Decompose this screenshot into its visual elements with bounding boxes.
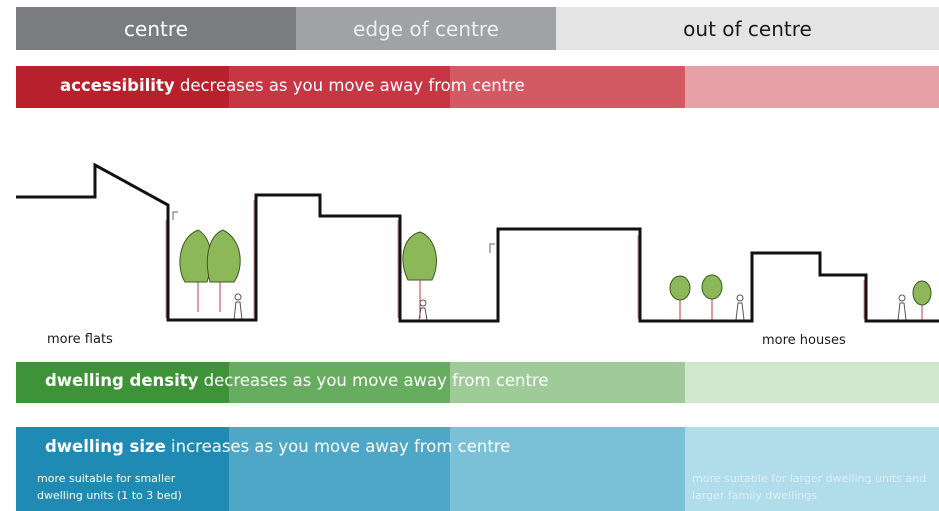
density-segment-3 xyxy=(450,362,685,403)
skyline-outline xyxy=(16,162,939,323)
lamp-post-icon xyxy=(489,243,495,253)
larger-units-note: more suitable for larger dwelling units … xyxy=(692,472,927,502)
person-icon xyxy=(735,294,745,321)
tree-icon xyxy=(179,229,241,312)
density-label-bold: dwelling density xyxy=(45,371,199,390)
density-segment-2 xyxy=(229,362,450,403)
size-segment-4 xyxy=(685,427,939,511)
skyline-illustration xyxy=(16,162,939,323)
smaller-units-note: more suitable for smaller dwelling units… xyxy=(37,472,182,502)
tree-icon xyxy=(701,274,723,320)
tree-icon xyxy=(669,275,691,320)
zone-out-of-centre: out of centre xyxy=(556,7,939,50)
density-segment-1 xyxy=(16,362,229,403)
tree-icon xyxy=(402,231,437,318)
size-label: dwelling size increases as you move away… xyxy=(45,437,510,456)
zone-centre-label: centre xyxy=(124,16,188,41)
accessibility-label: accessibility decreases as you move away… xyxy=(60,76,525,95)
density-segment-4 xyxy=(685,362,939,403)
zone-out-label: out of centre xyxy=(683,16,812,41)
zone-edge-of-centre: edge of centre xyxy=(296,7,556,50)
accessibility-label-rest: decreases as you move away from centre xyxy=(174,76,525,95)
size-label-rest: increases as you move away from centre xyxy=(165,437,511,456)
accessibility-segment-3 xyxy=(450,66,685,108)
zone-centre: centre xyxy=(16,7,296,50)
person-icon xyxy=(233,293,243,321)
density-label: dwelling density decreases as you move a… xyxy=(45,371,549,390)
accessibility-segment-1 xyxy=(16,66,229,108)
zone-edge-label: edge of centre xyxy=(353,16,499,41)
person-icon xyxy=(418,299,428,321)
person-icon xyxy=(897,294,907,321)
size-label-bold: dwelling size xyxy=(45,437,166,456)
size-segment-3 xyxy=(450,427,685,511)
accessibility-label-bold: accessibility xyxy=(60,76,175,95)
lamp-post-icon xyxy=(172,211,178,220)
more-houses-label: more houses xyxy=(762,333,846,348)
tree-icon xyxy=(912,280,932,320)
size-segment-2 xyxy=(229,427,450,511)
more-flats-label: more flats xyxy=(47,332,113,347)
accessibility-segment-2 xyxy=(229,66,450,108)
density-label-rest: decreases as you move away from centre xyxy=(198,371,549,390)
accessibility-segment-4 xyxy=(685,66,939,108)
skyline-accent xyxy=(165,200,865,319)
size-segment-1 xyxy=(16,427,229,511)
